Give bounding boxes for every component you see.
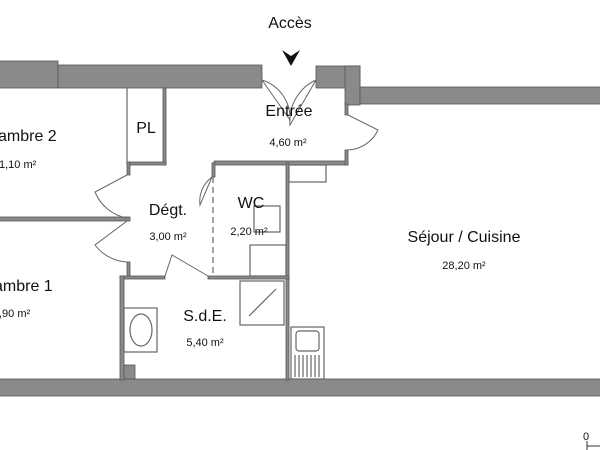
room-sde-name: S.d.E. — [183, 308, 227, 325]
scale-bar: 0 — [583, 431, 600, 450]
room-chambre1-area: ,90 m² — [0, 308, 31, 320]
washbasin — [123, 307, 158, 353]
access-arrow-icon — [282, 50, 300, 66]
access-label: Accès — [268, 15, 312, 32]
fixtures — [123, 88, 327, 380]
room-pl-name: PL — [136, 120, 156, 137]
room-chambre2-name: ambre 2 — [0, 128, 57, 145]
kitchen-sink — [290, 326, 325, 380]
room-chambre1-name: ambre 1 — [0, 278, 53, 295]
room-entree-area: 4,60 m² — [269, 137, 307, 149]
room-chambre2-area: 1,10 m² — [0, 159, 37, 171]
room-sejour-area: 28,20 m² — [442, 260, 486, 272]
room-degt-area: 3,00 m² — [149, 231, 187, 243]
room-sejour-name: Séjour / Cuisine — [408, 229, 521, 246]
room-entree-name: Entrée — [265, 103, 312, 120]
room-degt-name: Dégt. — [149, 202, 187, 219]
room-wc-name: WC — [238, 195, 265, 212]
doors — [94, 79, 379, 277]
shower — [239, 280, 285, 326]
scale-label: 0 — [583, 431, 589, 443]
room-sde-area: 5,40 m² — [186, 337, 224, 349]
room-wc-area: 2,20 m² — [230, 226, 268, 238]
